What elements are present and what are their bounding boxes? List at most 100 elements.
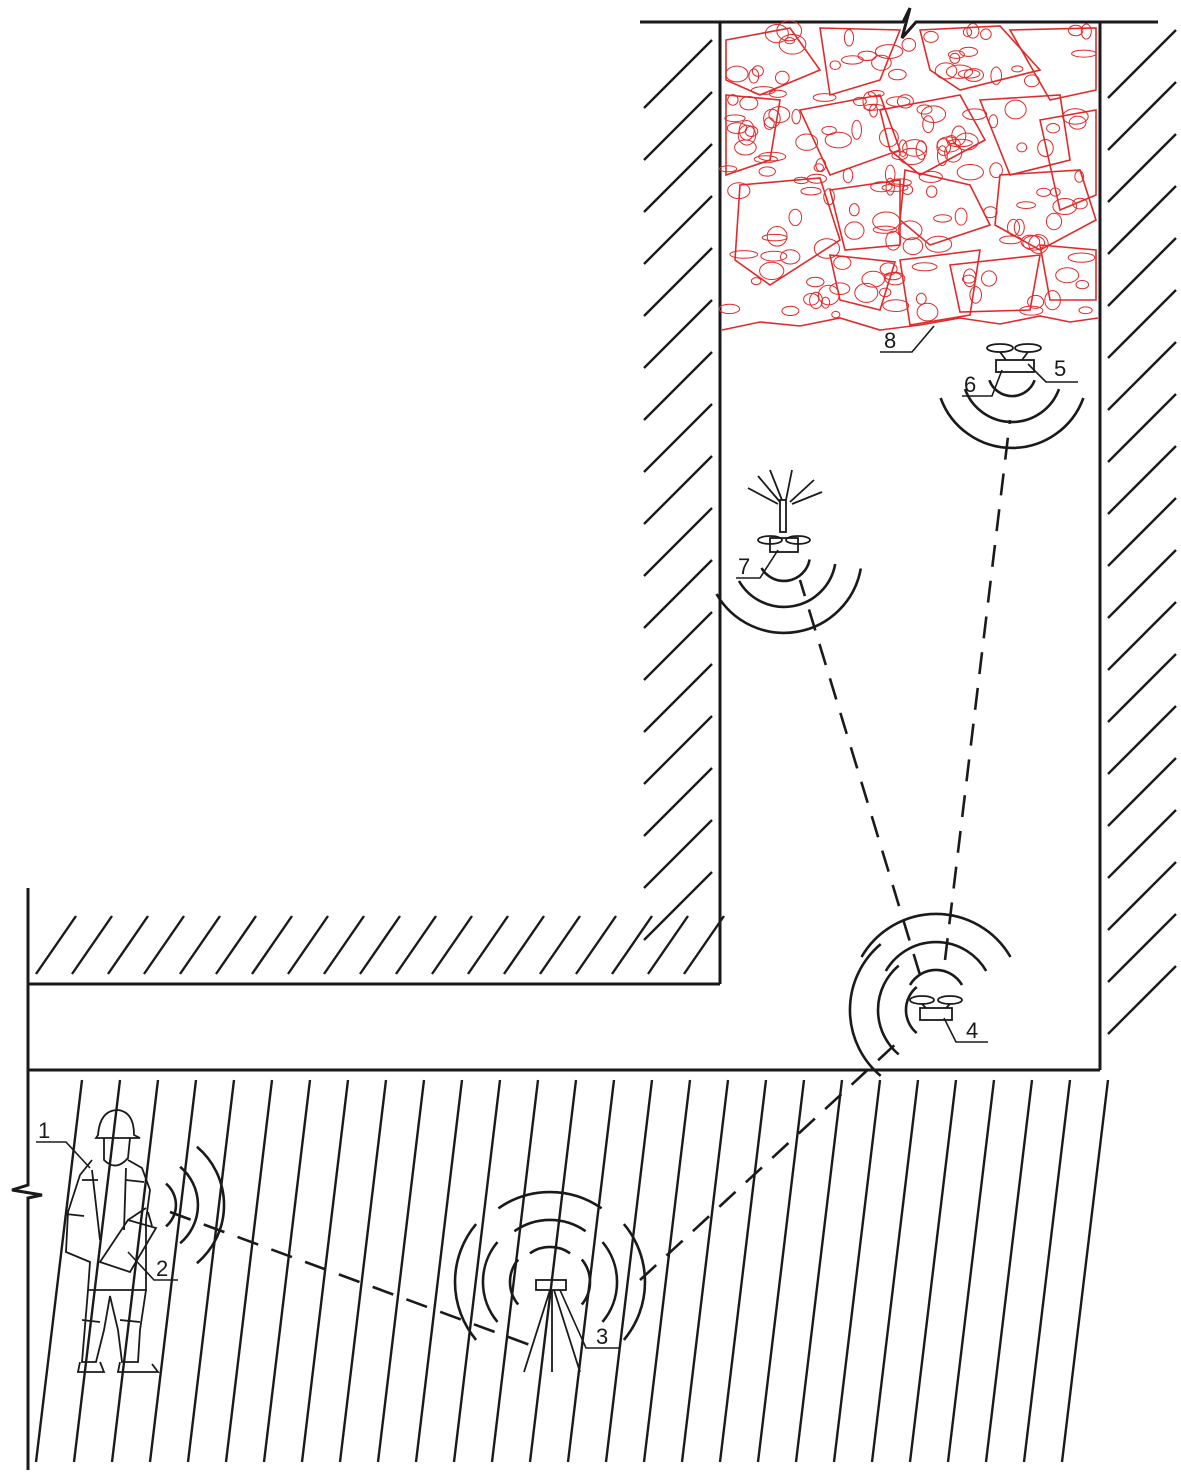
controller-wave <box>165 1182 178 1228</box>
light-rays <box>747 469 823 505</box>
hatch-line <box>1107 29 1177 99</box>
hatch-line <box>338 1079 388 1463</box>
rubble-pebble <box>1004 99 1027 120</box>
rubble-pebble <box>883 272 902 281</box>
mine-walls <box>11 7 1158 1470</box>
hatch-line <box>179 915 221 975</box>
rubble-pebble <box>817 284 840 306</box>
hatch-line <box>431 915 473 975</box>
label-survey-drone: 5 <box>1054 356 1066 381</box>
rock-fragment <box>899 169 992 246</box>
rubble-pebble <box>962 108 988 121</box>
operator-boots <box>76 1361 160 1373</box>
relay3-wave-top <box>529 1245 571 1255</box>
drift-roof-hatching <box>35 915 725 975</box>
hatch-line <box>718 1079 768 1463</box>
hatch-line <box>643 559 713 629</box>
relay3-wave-top <box>513 1218 587 1233</box>
drone4-wave-left <box>848 943 882 1077</box>
rubble-pebble <box>1080 23 1092 40</box>
hatch-line <box>908 1079 958 1463</box>
hatch-line <box>287 915 329 975</box>
rubble-pebble <box>1016 201 1036 210</box>
leg-stripes <box>81 1319 141 1323</box>
rubble-pebble <box>888 68 907 81</box>
hatch-line <box>1107 913 1177 983</box>
rubble-pebble <box>833 255 852 270</box>
hatch-line <box>1107 861 1177 931</box>
hatch-line <box>604 1079 654 1463</box>
shaft-left-wall-hatching <box>643 39 713 941</box>
leader-8 <box>880 325 935 353</box>
drone-body <box>919 1007 953 1021</box>
rubble-pebble <box>729 250 759 259</box>
rubble-pebble <box>1046 123 1061 134</box>
rubble-pebble <box>809 291 823 309</box>
drone5-wave <box>988 379 1036 398</box>
hatch-line <box>1022 1079 1072 1463</box>
rubble-pebble <box>1068 24 1084 37</box>
left-breakline <box>11 984 43 1470</box>
hatch-line <box>467 915 509 975</box>
rubble-pebble <box>727 94 739 106</box>
hatch-line <box>643 611 713 681</box>
rubble-pebble <box>951 125 967 146</box>
operator-legs <box>81 1289 147 1363</box>
hatch-line <box>643 403 713 473</box>
rock-fragment <box>918 25 1042 91</box>
rock-fragment <box>879 94 987 176</box>
hatch-line <box>224 1079 274 1463</box>
hatch-line <box>832 1079 882 1463</box>
rubble-pebble <box>1071 49 1097 58</box>
rubble-pebble <box>748 68 760 84</box>
hatch-line <box>643 871 713 941</box>
drone4-wave-left <box>904 986 918 1034</box>
rubble-pebble <box>981 270 997 287</box>
rubble-pebble <box>803 293 820 306</box>
relay3-wave-right <box>580 1258 592 1306</box>
rubble-pebble <box>857 50 877 61</box>
rubble-pebble <box>918 170 943 183</box>
hatch-line <box>34 1079 84 1463</box>
rubble-pebble <box>936 138 952 157</box>
rubble-pebble <box>861 270 886 288</box>
rubble-pebble <box>959 46 979 57</box>
rubble-pebble <box>885 230 902 251</box>
relay3-wave-top <box>497 1190 603 1210</box>
rock-fragment <box>1039 244 1097 301</box>
hatch-line <box>680 1079 730 1463</box>
rock-fragment <box>734 177 841 286</box>
rubble-pebble <box>815 158 827 173</box>
rubble-pebble <box>761 233 788 242</box>
rubble-pebble <box>920 105 947 123</box>
rubble-pebble <box>896 94 914 109</box>
rubble-pebble <box>1074 170 1085 183</box>
drone4-wave-top <box>884 940 988 972</box>
rubble-pebble <box>891 151 909 161</box>
drone4-wave-top <box>908 968 964 986</box>
hatch-line <box>1107 185 1177 255</box>
hatch-line <box>323 915 365 975</box>
rubble-pebble <box>925 235 953 253</box>
label-operator: 1 <box>38 1118 50 1143</box>
rubble-pebble <box>738 120 755 141</box>
rubble-pebble <box>775 70 790 85</box>
rubble-pebble <box>966 23 980 39</box>
operator-figure <box>65 1109 160 1373</box>
rock-fragment <box>819 27 902 97</box>
rubble-pebble <box>882 299 910 313</box>
rubble-pebble <box>879 262 898 276</box>
rubble-pebble <box>1028 234 1049 254</box>
rubble-pebble <box>916 104 933 115</box>
rubble-pebble <box>753 155 778 164</box>
rock-fragments <box>721 25 1099 331</box>
hatch-line <box>1107 757 1177 827</box>
rubble-pebble <box>881 183 909 192</box>
rubble-pebble <box>915 292 927 305</box>
hatch-line <box>566 1079 616 1463</box>
relay-box <box>535 1279 567 1291</box>
rubble-pebble <box>718 303 741 315</box>
rubble-pebble <box>843 29 855 47</box>
label-ground-relay-station: 3 <box>596 1324 608 1349</box>
label-collapse-zone: 8 <box>884 328 896 353</box>
